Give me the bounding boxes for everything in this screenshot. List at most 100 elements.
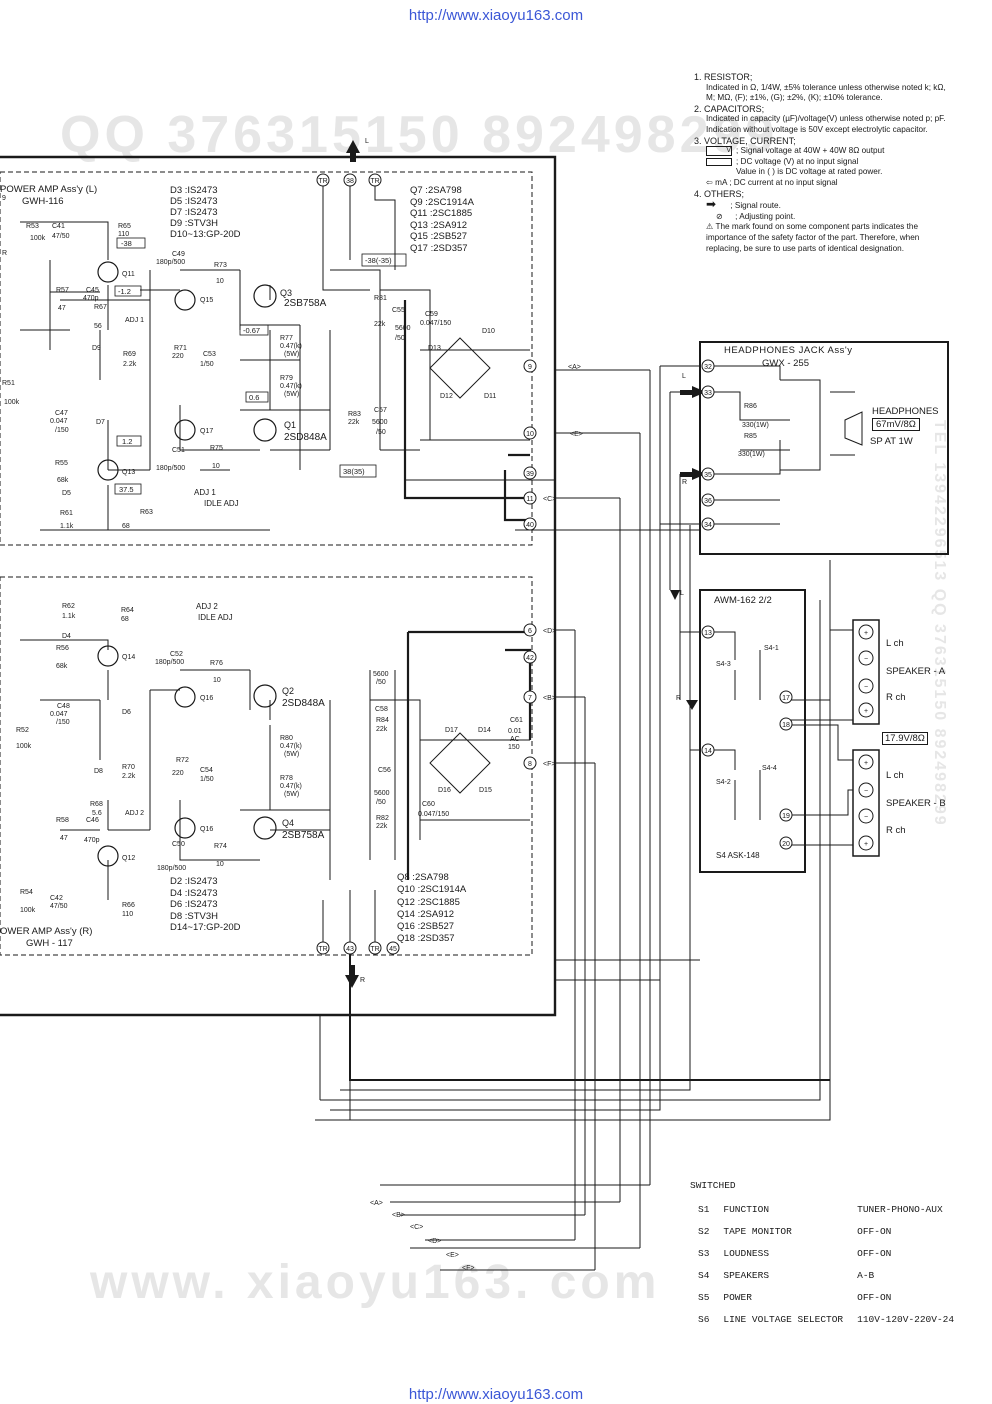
spk-b-lch: L ch [886,770,904,781]
svg-text:−: − [864,684,868,691]
svg-text:R83: R83 [348,411,361,418]
watermark-bottom: www. xiaoyu163. com [90,1256,661,1309]
svg-text:R: R [2,250,7,257]
svg-text:10: 10 [213,677,221,684]
svg-text:C42: C42 [50,895,63,902]
svg-text:<A>: <A> [568,364,581,371]
q2-id: Q2 [282,686,295,696]
svg-text:C49: C49 [172,251,185,258]
svg-text:0.01: 0.01 [508,728,522,735]
svg-text:D11: D11 [484,393,496,400]
svg-text:56: 56 [94,323,102,330]
svg-text:+: + [864,630,868,637]
note-others-head: 4. OTHERS; [694,188,745,199]
svg-text:1.1k: 1.1k [60,523,74,530]
svg-text:36: 36 [704,498,712,505]
header-url[interactable]: http://www.xiaoyu163.com [408,7,584,24]
svg-text:0.47(k): 0.47(k) [280,383,302,390]
note-voltage-line3: Value in ( ) is DC voltage at rated powe… [736,167,883,177]
svg-text:/150: /150 [55,427,69,434]
svg-text:220: 220 [172,353,184,360]
svg-text:5600: 5600 [372,419,388,426]
svg-text:110: 110 [118,231,129,238]
svg-text:+: + [864,708,868,715]
svg-text:R55: R55 [55,460,68,467]
svg-text:R52: R52 [16,727,29,734]
svg-text:D13: D13 [428,345,441,352]
svg-text:(5W): (5W) [284,751,299,758]
spk-b-rch: R ch [886,825,906,836]
svg-text:0.47(k): 0.47(k) [280,343,302,350]
svg-text:32: 32 [704,364,712,371]
svg-text:47/50: 47/50 [50,903,68,910]
svg-text:68k: 68k [56,663,68,670]
svg-text:39: 39 [526,471,534,478]
svg-text:0.047: 0.047 [50,711,68,718]
svg-text:R67: R67 [94,304,107,311]
svg-text:<E>: <E> [570,431,583,438]
svg-text:AC: AC [510,736,520,743]
svg-text:TR: TR [318,178,327,185]
svg-text:Q13: Q13 [122,469,135,476]
svg-text:R78: R78 [280,775,293,782]
note-resistor-head: 1. RESISTOR; [694,72,753,82]
note-others-line2: ⊘ ; Adjusting point. [694,212,956,223]
svg-text:47: 47 [58,305,66,312]
svg-text:R62: R62 [62,603,75,610]
warning-triangle-icon: ⚠ [706,222,714,232]
svg-text:/50: /50 [376,799,386,806]
svg-text:/50: /50 [376,679,386,686]
svg-text:<F>: <F> [462,1265,474,1272]
amp-r-title: OWER AMP Ass'y (R) [0,926,93,937]
svg-text:0.047/150: 0.047/150 [418,811,449,818]
svg-text:47/50: 47/50 [52,233,70,240]
note-capacitor-body2: Indication without voltage is 50V except… [706,124,928,134]
svg-text:D5: D5 [62,490,71,497]
svg-text:L: L [365,138,369,145]
note-voltage-line1: V ; Signal voltage at 40W + 40W 8Ω outpu… [694,146,956,157]
note-capacitor-body1: Indicated in capacity (µF)/voltage(V) un… [706,114,946,124]
svg-text:/150: /150 [56,719,70,726]
svg-text:C61: C61 [510,717,523,724]
svg-text:100k: 100k [30,235,46,242]
svg-text:10: 10 [212,463,220,470]
svg-text:150: 150 [508,744,520,751]
speaker-b-label: SPEAKER - B [886,798,946,809]
svg-text:C48: C48 [57,703,70,710]
footer-url[interactable]: http://www.xiaoyu163.com [408,1386,584,1403]
svg-text:S4-3: S4-3 [716,661,731,668]
svg-text:C46: C46 [86,817,99,824]
svg-text:C54: C54 [200,767,213,774]
svg-text:10: 10 [526,431,534,438]
svg-text:R61: R61 [60,510,73,517]
svg-text:C52: C52 [170,651,183,658]
svg-text:47: 47 [60,835,68,842]
svg-text:/50: /50 [376,429,386,436]
svg-text:22k: 22k [374,321,386,328]
svg-text:(5W): (5W) [284,351,299,358]
speaker-level: 17.9V/8Ω [882,732,928,745]
svg-text:68: 68 [121,616,129,623]
svg-text:L: L [680,590,684,597]
svg-text:1.1k: 1.1k [62,613,76,620]
svg-text:2.2k: 2.2k [122,773,136,780]
svg-text:14: 14 [704,748,712,755]
svg-text:R68: R68 [90,801,103,808]
svg-text:R70: R70 [122,764,135,771]
svg-text:470p: 470p [84,837,100,844]
svg-text:C53: C53 [203,351,216,358]
signal-route-arrow-icon: ➡ [706,197,717,212]
svg-text:5600: 5600 [373,671,389,678]
schematic-notes: 1. RESISTOR; Indicated in Ω, 1/4W, ±5% t… [694,72,956,254]
svg-text:R64: R64 [121,607,134,614]
svg-text:C57: C57 [374,407,387,414]
svg-text:<C>: <C> [410,1224,423,1231]
note-voltage-line4: ⇦ mA ; DC current at no input signal [706,177,838,187]
note-capacitor-head: 2. CAPACITORS; [694,103,765,114]
svg-text:68: 68 [122,523,130,530]
svg-text:0.47(k): 0.47(k) [280,783,302,790]
svg-text:S4-1: S4-1 [764,645,779,652]
